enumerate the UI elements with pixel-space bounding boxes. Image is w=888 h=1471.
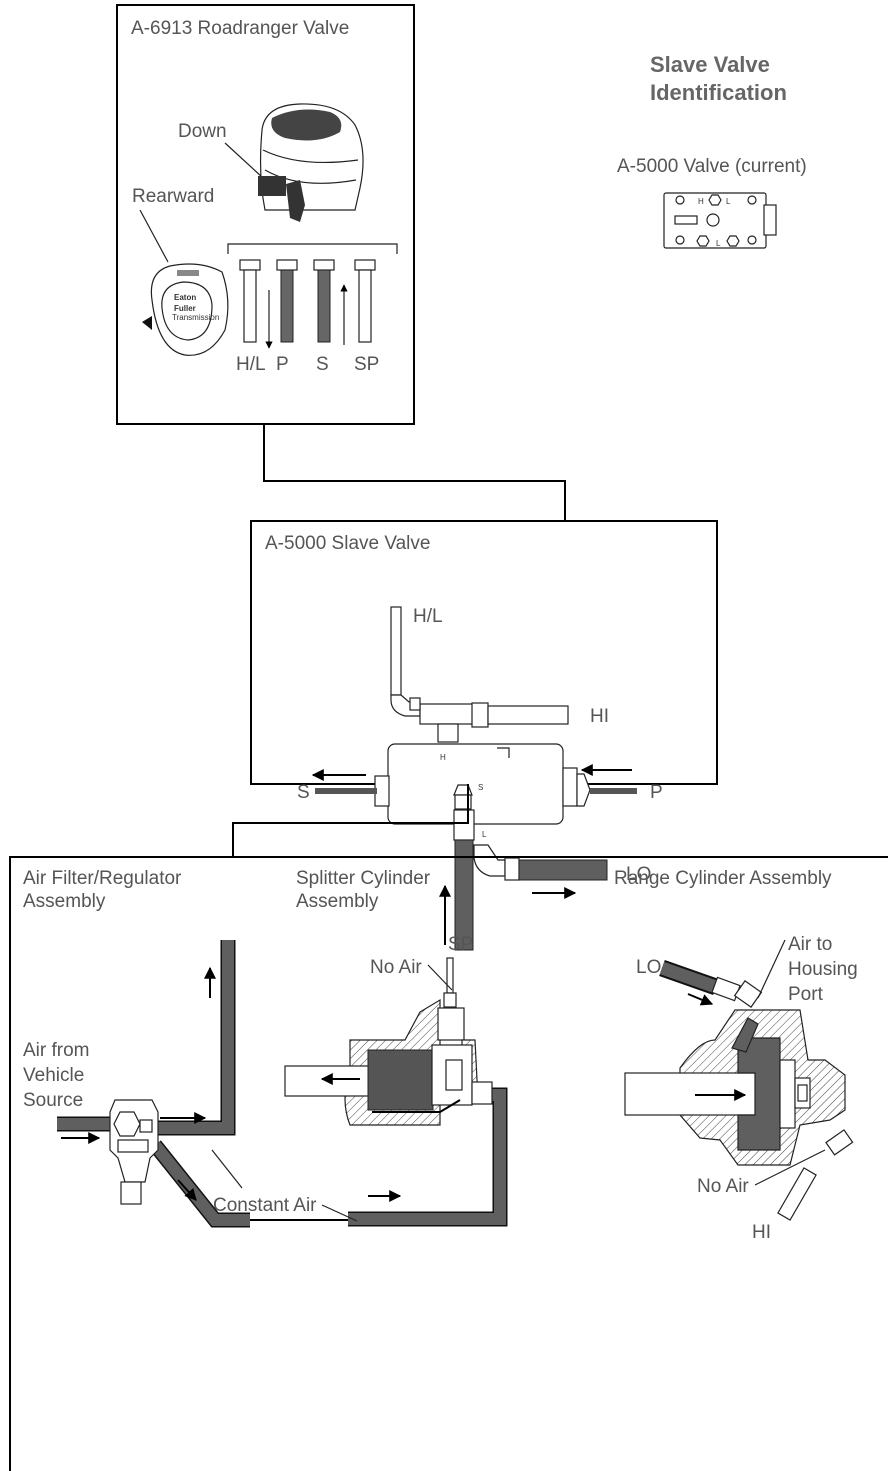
down-label: Down [178,121,227,142]
range-air-to-1: Air to [788,934,832,955]
filter-title-2: Assembly [23,891,106,912]
svg-text:L: L [726,197,731,206]
body-mark-s: S [478,783,483,792]
slave-valve-title: A-5000 Slave Valve [265,533,430,554]
air-from-3: Source [23,1090,83,1111]
svg-text:L: L [716,239,721,248]
filter-regulator-icon [110,1100,158,1204]
range-air-to-2: Housing [788,959,858,980]
port-hl: H/L [236,354,266,375]
splitter-title-1: Splitter Cylinder [296,868,431,889]
splitter-title-2: Assembly [296,891,379,912]
range-hi: HI [752,1222,771,1243]
splitter-cylinder-icon [285,958,492,1125]
knob-logo-3: Transmission [172,313,219,322]
port-s: S [316,354,329,375]
filter-title-1: Air Filter/Regulator [23,868,182,889]
range-no-air: No Air [697,1176,749,1197]
slave-port-hi: HI [590,706,609,727]
valve-icon: H L L [664,193,776,248]
splitter-sp: SP [448,934,473,955]
svg-text:H: H [698,197,704,206]
body-mark-h: H [440,753,446,762]
splitter-no-air: No Air [370,957,422,978]
port-p: P [276,354,289,375]
range-air-to-3: Port [788,984,824,1005]
roadranger-title: A-6913 Roadranger Valve [131,18,349,39]
range-lo: LO [636,957,661,978]
constant-air-label: Constant Air [213,1195,317,1216]
shift-knob-icon [258,104,363,222]
current-valve-label: A-5000 Valve (current) [617,156,807,177]
knob-logo-1: Eaton [174,293,196,302]
air-from-2: Vehicle [23,1065,84,1086]
range-title: Range Cylinder Assembly [614,868,832,889]
slave-port-s: S [297,782,310,803]
title-line-2: Identification [650,80,787,105]
slave-port-hl: H/L [413,606,443,627]
body-mark-l: L [482,830,487,839]
knob-logo-2: Fuller [174,304,196,313]
air-from-1: Air from [23,1040,90,1061]
port-sp: SP [354,354,379,375]
title-line-1: Slave Valve [650,52,770,77]
knob-rear-icon: Eaton Fuller Transmission [142,264,228,355]
rearward-label: Rearward [132,186,214,207]
slave-port-p: P [650,782,663,803]
roadranger-ports [240,260,375,348]
